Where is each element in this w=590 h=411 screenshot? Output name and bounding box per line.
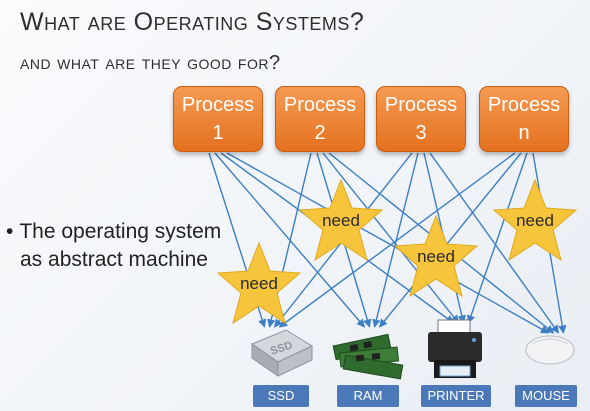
process-id: 3 xyxy=(415,122,427,144)
bullet-text-line2: as abstract machine xyxy=(20,248,208,271)
need-star-4: need xyxy=(215,241,303,325)
process-label: Process xyxy=(181,94,255,116)
star-icon xyxy=(216,241,302,325)
need-star-1: need xyxy=(297,178,385,262)
need-star-3: need xyxy=(392,214,480,298)
device-label-printer: PRINTER xyxy=(421,385,491,407)
ram-modules-icon xyxy=(330,330,408,385)
process-label: Process xyxy=(487,94,561,116)
process-id: 2 xyxy=(314,122,326,144)
need-label: need xyxy=(322,211,360,230)
bullet-dot-icon: • xyxy=(6,220,14,243)
process-label: Process xyxy=(384,94,458,116)
device-label-ram: RAM xyxy=(337,385,399,407)
device-label-mouse: MOUSE xyxy=(515,385,577,407)
process-box-3: Process 3 xyxy=(376,86,466,152)
star-icon xyxy=(298,178,384,262)
process-box-1: Process 1 xyxy=(173,86,263,152)
need-label: need xyxy=(240,274,278,293)
device-label-ssd: SSD xyxy=(253,385,309,407)
slide-subtitle: and what are they good for? xyxy=(20,52,281,74)
bullet-point: •The operating system as abstract machin… xyxy=(6,218,221,274)
printer-icon xyxy=(424,318,486,387)
mouse-icon xyxy=(522,330,578,375)
arrow-process-2-to-printer xyxy=(322,152,460,324)
need-label: need xyxy=(417,247,455,266)
slide-title: What are Operating Systems? xyxy=(20,8,365,36)
arrow-process-1-to-mouse xyxy=(226,152,550,334)
arrow-process-4-to-ssd xyxy=(278,152,516,328)
need-star-2: need xyxy=(491,178,579,262)
process-box-2: Process 2 xyxy=(275,86,365,152)
arrow-process-4-to-ram xyxy=(378,152,522,328)
process-label: Process xyxy=(283,94,357,116)
process-box-n: Process n xyxy=(479,86,569,152)
star-icon xyxy=(393,214,479,298)
bullet-text-line1: The operating system xyxy=(19,220,222,243)
arrow-process-3-to-mouse xyxy=(429,152,560,334)
arrow-process-4-to-printer xyxy=(466,152,528,324)
process-id: 1 xyxy=(212,122,224,144)
ssd-drive-icon: SSD xyxy=(246,324,316,387)
need-label: need xyxy=(516,211,554,230)
process-id: n xyxy=(518,122,530,144)
star-icon xyxy=(492,178,578,262)
